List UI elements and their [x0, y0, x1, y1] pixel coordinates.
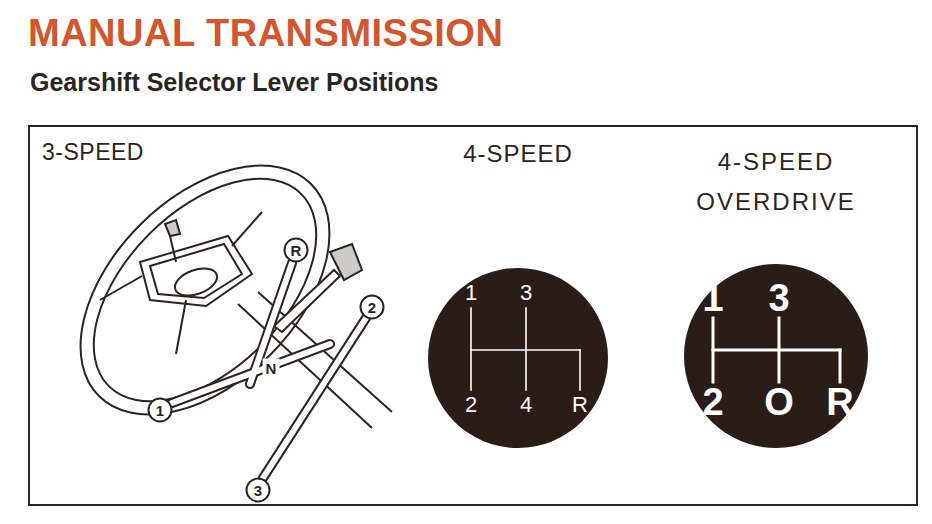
illustration-part: [250, 263, 292, 384]
illustration-part: [140, 236, 252, 306]
section-heading: 3-SPEED: [42, 141, 144, 164]
gate-line: [579, 350, 581, 390]
diagram-frame: 3-SPEEDR2134-SPEED1324R4-SPEED OVERDRIVE…: [28, 125, 918, 506]
gate-line: [525, 308, 527, 390]
illustration-part: [171, 263, 221, 301]
page-title: MANUAL TRANSMISSION: [28, 14, 503, 52]
gear-position: R: [826, 383, 853, 421]
disc-shape: [428, 268, 608, 448]
callout-circle: 2: [359, 294, 385, 320]
callout-ring: [285, 239, 308, 262]
callout-circle: 3: [245, 477, 271, 503]
illustration-part: [263, 318, 366, 478]
illustration-part: [100, 276, 142, 300]
gear-position: 1: [702, 279, 723, 317]
illustration-part: [263, 318, 366, 478]
shift-pattern-disc: 4-SPEED OVERDRIVE 1 3 2 OR: [668, 136, 884, 456]
callout-number: 2: [368, 300, 376, 315]
callout-circle: R: [283, 237, 309, 263]
gear-position: 2: [465, 394, 477, 416]
gate-line: [471, 349, 580, 351]
illustration-part: [330, 244, 362, 280]
subtitle-label: Gearshift Selector Lever Positions: [30, 70, 438, 95]
illustration-part: [165, 220, 180, 236]
callout-number: R: [291, 243, 302, 258]
disc-shape: [684, 264, 868, 448]
illustration-part: [250, 263, 292, 384]
gear-position: R: [572, 394, 588, 416]
illustration-part: [232, 212, 262, 246]
gear-position: 4: [520, 394, 532, 416]
gate-line: [713, 349, 840, 352]
gate-position-label: N: [263, 359, 280, 378]
callout-number: 3: [254, 483, 262, 498]
gear-position: O: [764, 383, 794, 421]
callout-ring: [361, 296, 384, 319]
shift-pattern-disc: 4-SPEED 1 3 2 4 R: [418, 136, 618, 456]
illustration-part: [150, 244, 242, 298]
gear-position: 1: [465, 282, 477, 304]
callout-circle: 1: [147, 397, 173, 423]
gate-line: [470, 308, 472, 390]
illustration-part: [34, 119, 376, 461]
section-heading: 4-SPEED OVERDRIVE: [668, 142, 884, 222]
illustration-part: [176, 300, 186, 354]
turn-signal-stalk: [165, 220, 180, 262]
gear-position: 3: [768, 279, 789, 317]
disc-outline: [418, 136, 618, 456]
steering-wheel: [34, 119, 376, 461]
gear-position: 3: [520, 282, 532, 304]
illustration-part: [170, 236, 176, 262]
callout-ring: [247, 479, 270, 502]
gear-position: 2: [702, 383, 723, 421]
shift-gate-pattern: [172, 263, 366, 478]
gate-line: [839, 350, 842, 382]
callout-number: 1: [156, 403, 164, 418]
callout-ring: [149, 399, 172, 422]
section-heading: 4-SPEED: [418, 142, 618, 166]
